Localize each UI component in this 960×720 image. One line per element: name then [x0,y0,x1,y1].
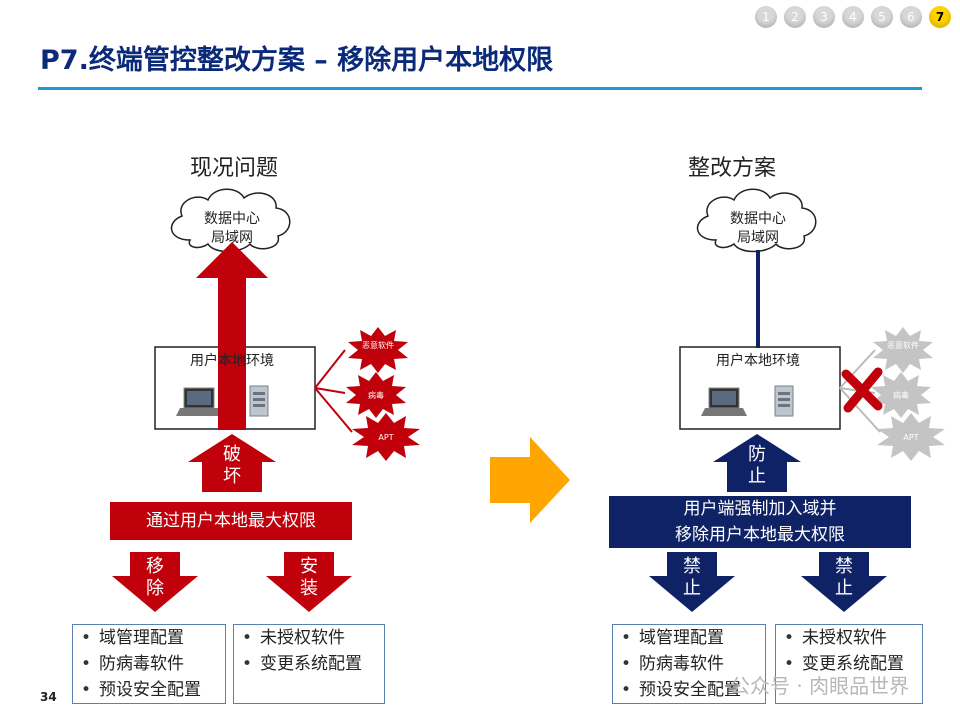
list-item: • 未授权软件 [242,625,384,651]
threat-burst-right-2 [871,372,931,418]
connection-line-right [756,250,760,348]
list-item-text: 预设安全配置 [639,680,741,700]
list-item: • 域管理配置 [621,625,765,651]
server-icon [249,385,269,417]
list-item-text: 域管理配置 [639,628,724,648]
cloud-label-right: 数据中心 局域网 [708,210,808,248]
list-item-text: 未授权软件 [260,628,345,648]
cloud-label-left: 数据中心 局域网 [182,210,282,248]
bullet: • [784,654,795,674]
cloud-line: 局域网 [211,230,253,246]
threat-burst-left-1 [348,327,408,373]
list-item-text: 未授权软件 [802,628,887,648]
page-number: 34 [40,690,57,704]
prevent-label: 防止 [748,444,766,487]
list-item-text: 防病毒软件 [99,654,184,674]
remove-label: 移除 [146,556,164,599]
server-icon [774,385,794,417]
list-box-protected: • 域管理配置 • 防病毒软件 • 预设安全配置 [612,624,766,704]
list-item: • 防病毒软件 [621,651,765,677]
pager-1[interactable]: 1 [755,6,777,28]
forbid-label-right: 禁止 [835,556,853,599]
list-item: • 未授权软件 [784,625,922,651]
env-label-right: 用户本地环境 [716,353,800,369]
cloud-right [696,188,817,253]
list-box-removed: • 域管理配置 • 防病毒软件 • 预设安全配置 [72,624,226,704]
block-x-icon [841,367,883,413]
list-item-text: 域管理配置 [99,628,184,648]
forbid-arrow-right [801,552,887,612]
transition-arrow [490,437,570,523]
bullet: • [621,654,632,674]
solution-bar-line: 移除用户本地最大权限 [675,525,845,545]
threat-label: APT [903,433,919,442]
laptop-icon [176,387,222,416]
heading-current-issue: 现况问题 [190,156,279,181]
list-item-text: 变更系统配置 [802,654,904,674]
solution-bar: 用户端强制加入域并 移除用户本地最大权限 [609,496,911,548]
threat-burst-left-2 [346,372,406,418]
threat-burst-right-3 [877,413,945,461]
pager-5[interactable]: 5 [871,6,893,28]
list-item: • 防病毒软件 [81,651,225,677]
list-item-text: 预设安全配置 [99,680,201,700]
forbid-arrow-left [649,552,735,612]
bullet: • [621,628,632,648]
remove-arrow [112,552,198,612]
bullet: • [242,654,253,674]
pager-7[interactable]: 7 [929,6,951,28]
bullet: • [81,654,92,674]
cloud-line: 数据中心 [730,211,786,227]
page-title: P7.终端管控整改方案 – 移除用户本地权限 [40,45,554,76]
prevent-arrow [713,434,801,492]
list-item: • 域管理配置 [81,625,225,651]
pager-6[interactable]: 6 [900,6,922,28]
bullet: • [621,680,632,700]
watermark: 公众号 · 肉眼品世界 [730,674,910,698]
heading-solution: 整改方案 [688,156,777,181]
list-item-text: 防病毒软件 [639,654,724,674]
list-item-text: 变更系统配置 [260,654,362,674]
pager-2[interactable]: 2 [784,6,806,28]
attack-arrow-left [196,242,268,430]
destroy-arrow [188,434,276,492]
pager-3[interactable]: 3 [813,6,835,28]
threat-burst-left-3 [352,413,420,461]
list-item: • 预设安全配置 [81,677,225,703]
privilege-bar: 通过用户本地最大权限 [110,502,352,540]
laptop-icon [701,387,747,416]
bullet: • [81,628,92,648]
bullet: • [784,628,795,648]
install-label: 安装 [300,556,318,599]
destroy-label: 破坏 [223,444,241,487]
list-box-blocked: • 未授权软件 • 变更系统配置 [775,624,923,704]
bullet: • [242,628,253,648]
title-rule [38,87,922,90]
threat-label: 病毒 [893,391,909,400]
list-item: • 预设安全配置 [621,677,765,703]
list-item: • 变更系统配置 [784,651,922,677]
cloud-line: 局域网 [737,230,779,246]
threat-label: 恶意软件 [887,341,919,350]
env-label-left: 用户本地环境 [190,353,274,369]
cloud-left [170,188,291,253]
forbid-label-left: 禁止 [683,556,701,599]
solution-bar-line: 用户端强制加入域并 [683,499,837,519]
install-arrow [266,552,352,612]
list-box-installed: • 未授权软件 • 变更系统配置 [233,624,385,704]
bullet: • [81,680,92,700]
cloud-line: 数据中心 [204,211,260,227]
pager-4[interactable]: 4 [842,6,864,28]
threat-label: 病毒 [368,391,384,400]
threat-label: 恶意软件 [362,341,394,350]
threat-label: APT [378,433,394,442]
list-item: • 变更系统配置 [242,651,384,677]
threat-burst-right-1 [873,327,933,373]
